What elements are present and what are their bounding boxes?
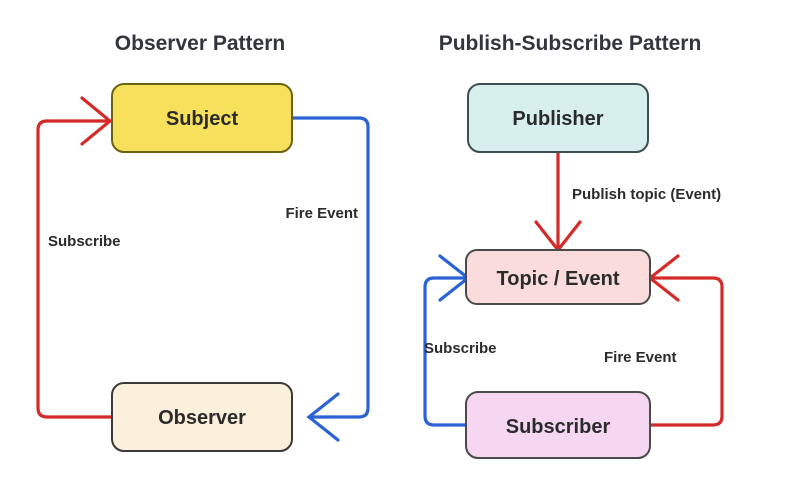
node-observer-box[interactable] xyxy=(111,382,293,452)
node-observer-label: Observer xyxy=(158,407,246,429)
node-publisher-box[interactable] xyxy=(467,83,649,153)
node-subscriber-label: Subscriber xyxy=(506,416,611,438)
edge-label-publisher-publish-topic: Publish topic (Event) xyxy=(572,186,721,203)
edge-line-subscriber-subscribe xyxy=(423,276,468,427)
edge-label-subscriber-subscribe: Subscribe xyxy=(424,340,497,357)
node-observer[interactable]: Observer xyxy=(111,382,293,452)
node-topic-event[interactable]: Topic / Event xyxy=(465,249,651,305)
panel-publish-subscribe-pattern: Publish-Subscribe Pattern Publisher Topi… xyxy=(423,32,724,459)
node-publisher[interactable]: Publisher xyxy=(467,83,649,153)
arrowhead-fire-event-into-observer xyxy=(306,392,340,442)
edge-label-topic-fire-event: Fire Event xyxy=(604,349,677,366)
node-publisher-label: Publisher xyxy=(512,108,603,130)
edge-label-subject-fire-event: Fire Event xyxy=(285,205,358,222)
panel-observer-pattern: Observer Pattern Subject Observer Subscr… xyxy=(36,32,370,452)
edge-line-topic-fire-event xyxy=(648,276,724,427)
edge-label-observer-subscribe: Subscribe xyxy=(48,233,121,250)
edge-line-observer-subscribe xyxy=(36,119,114,419)
node-topic-event-box[interactable] xyxy=(465,249,651,305)
node-subject[interactable]: Subject xyxy=(111,83,293,153)
arrowhead-subscribe-into-subject xyxy=(80,96,113,146)
panel-title-observer: Observer Pattern xyxy=(115,32,285,55)
node-subscriber-box[interactable] xyxy=(465,391,651,459)
node-subscriber[interactable]: Subscriber xyxy=(465,391,651,459)
edge-line-subject-fire-event xyxy=(290,116,370,419)
node-subject-box[interactable] xyxy=(111,83,293,153)
node-topic-event-label: Topic / Event xyxy=(497,268,620,290)
node-subject-label: Subject xyxy=(166,108,239,130)
panel-title-publish-subscribe: Publish-Subscribe Pattern xyxy=(439,32,702,55)
